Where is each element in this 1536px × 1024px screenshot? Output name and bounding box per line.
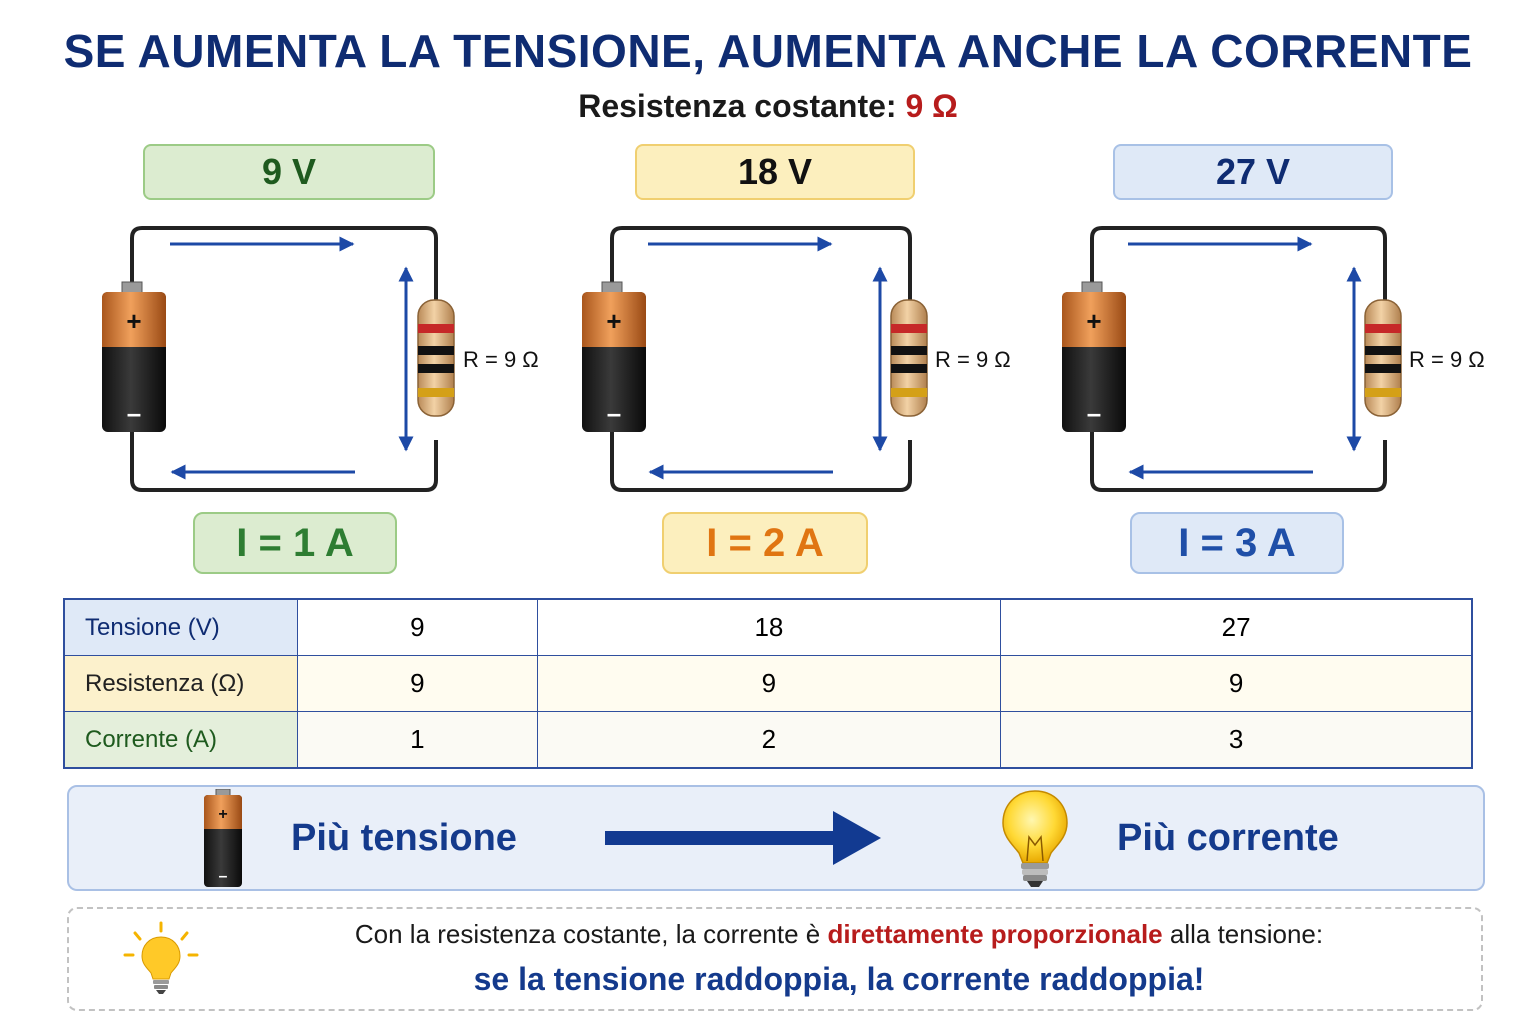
table-row: Corrente (A) 1 2 3 — [63, 711, 1473, 769]
resistor-icon — [417, 299, 455, 417]
resistor-label-1: R = 9 Ω — [463, 347, 539, 372]
summary-panel: + – Più tensione Più corrente — [67, 785, 1485, 891]
current-box-2: I = 2 A — [662, 512, 868, 574]
note-text-after: alla tensione: — [1169, 919, 1324, 949]
table-row: Resistenza (Ω) 9 9 9 — [63, 655, 1473, 712]
subtitle-value: 9 Ω — [905, 88, 958, 124]
table-cell: 2 — [536, 711, 1002, 769]
table-cell: 18 — [536, 598, 1002, 656]
page-title: SE AUMENTA LA TENSIONE, AUMENTA ANCHE LA… — [63, 25, 1473, 77]
table-cell: 27 — [1000, 598, 1473, 656]
current-box-1: I = 1 A — [193, 512, 397, 574]
table-cell: 1 — [297, 711, 538, 769]
row-label-resistance: Resistenza (Ω) — [63, 655, 298, 712]
subtitle-prefix: Resistenza costante: — [578, 88, 897, 124]
table-cell: 3 — [1000, 711, 1473, 769]
arrow-right-icon — [605, 811, 881, 865]
table-cell: 9 — [536, 655, 1002, 712]
battery-minus-2: – — [607, 398, 621, 428]
subtitle: Resistenza costante: 9 Ω — [0, 88, 1536, 125]
voltage-box-3: 27 V — [1113, 144, 1393, 200]
note-line-2: se la tensione raddoppia, la corrente ra… — [473, 961, 1205, 997]
battery-icon: + – — [582, 281, 646, 432]
circuit-diagram-2: + – R = 9 Ω — [582, 226, 1011, 492]
panel-left-text: Più tensione — [291, 817, 517, 859]
table-row: Tensione (V) 9 18 27 — [63, 598, 1473, 656]
light-bulb-icon — [1002, 790, 1068, 887]
battery-icon: + – — [204, 789, 242, 887]
battery-plus-2: + — [606, 306, 621, 336]
note-text-before: Con la resistenza costante, la corrente … — [354, 919, 821, 949]
note-line-1: Con la resistenza costante, la corrente … — [259, 919, 1419, 950]
voltage-box-1: 9 V — [143, 144, 435, 200]
resistor-icon — [890, 299, 928, 417]
row-label-voltage: Tensione (V) — [63, 598, 298, 656]
battery-plus-3: + — [1086, 306, 1101, 336]
battery-icon: + – — [102, 281, 166, 432]
small-battery-minus: – — [219, 868, 228, 885]
table-cell: 9 — [297, 598, 538, 656]
battery-icon: + – — [1062, 281, 1126, 432]
battery-minus-3: – — [1087, 398, 1101, 428]
voltage-box-2: 18 V — [635, 144, 915, 200]
current-box-3: I = 3 A — [1130, 512, 1344, 574]
resistor-icon — [1364, 299, 1402, 417]
small-battery-plus: + — [218, 806, 227, 823]
note-highlight: direttamente proporzionale — [827, 919, 1163, 949]
panel-right-text: Più corrente — [1117, 817, 1339, 859]
row-label-current: Corrente (A) — [63, 711, 298, 769]
circuit-diagram-1: + – R = 9 Ω — [102, 226, 539, 492]
circuit-diagram-3: + – R = 9 Ω — [1062, 226, 1485, 492]
light-bulb-icon — [123, 921, 199, 994]
conclusion-note: Con la resistenza costante, la corrente … — [67, 907, 1483, 1011]
battery-plus-1: + — [126, 306, 141, 336]
resistor-label-3: R = 9 Ω — [1409, 347, 1485, 372]
battery-minus-1: – — [127, 398, 141, 428]
table-cell: 9 — [1000, 655, 1473, 712]
data-table: Tensione (V) 9 18 27 Resistenza (Ω) 9 9 … — [63, 598, 1473, 769]
resistor-label-2: R = 9 Ω — [935, 347, 1011, 372]
table-cell: 9 — [297, 655, 538, 712]
